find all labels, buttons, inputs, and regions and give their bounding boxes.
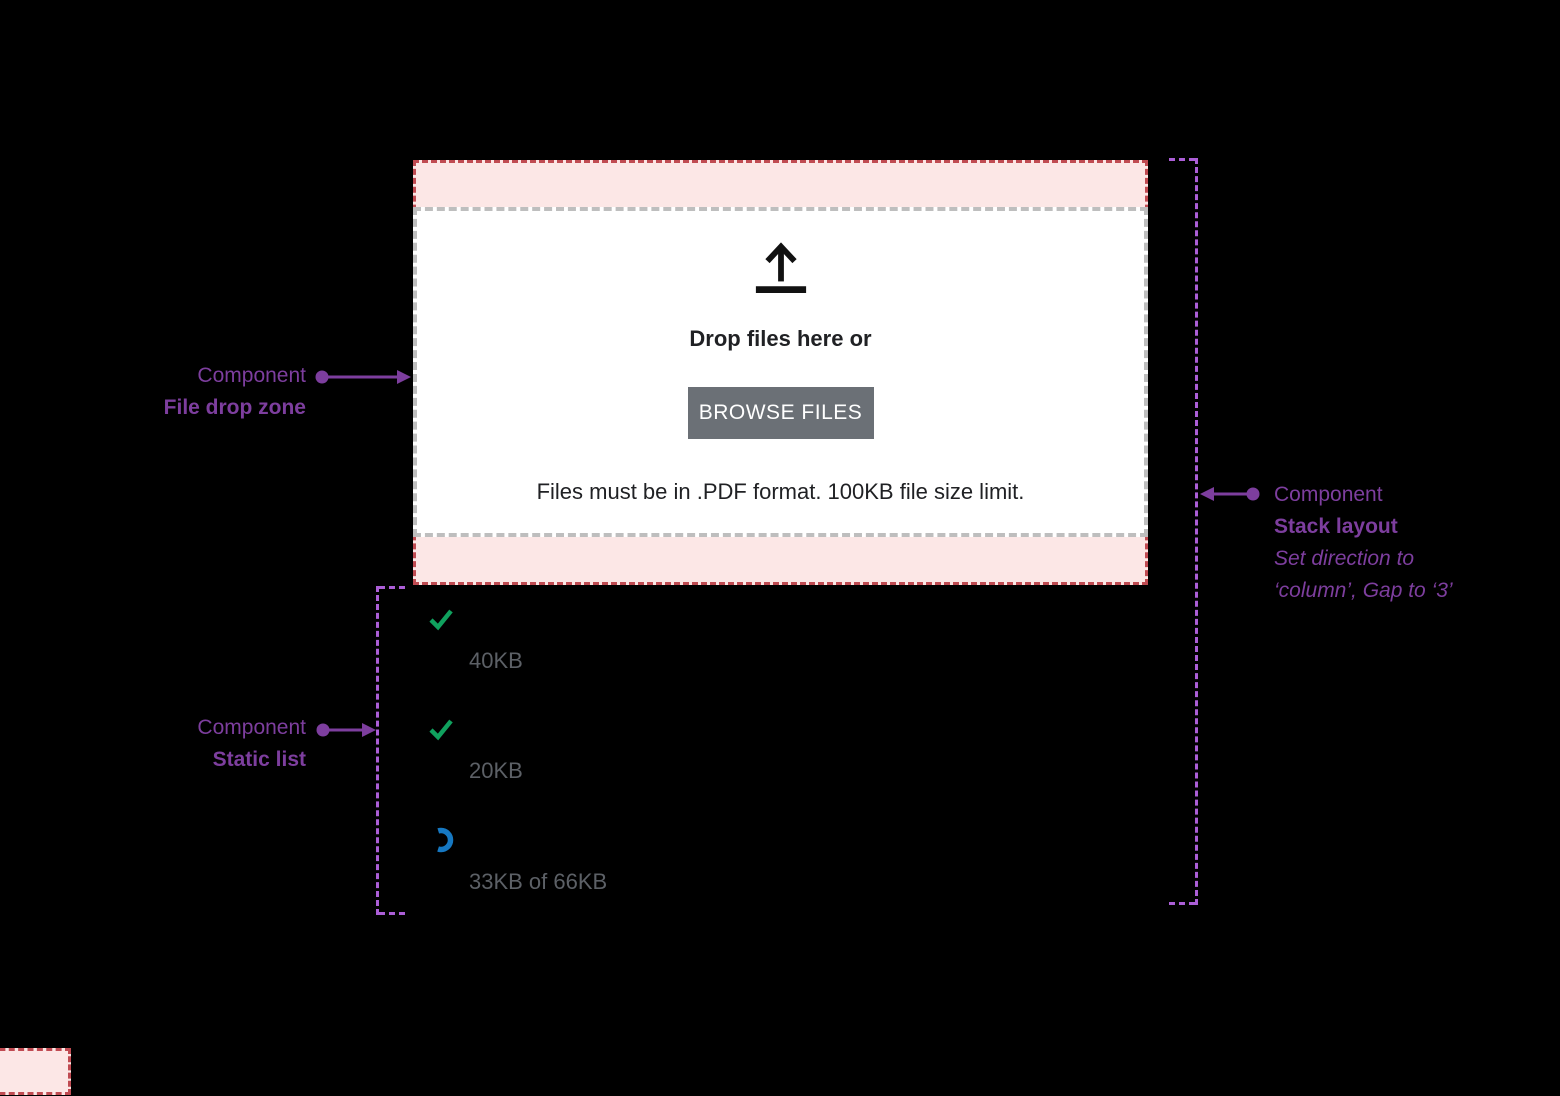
- file-size-label: 33KB of 66KB: [469, 869, 608, 894]
- spinner-icon: [428, 827, 454, 853]
- annotation-file-drop-zone: Component File drop zone: [56, 360, 306, 424]
- annotation-eyebrow: Component: [1274, 483, 1383, 506]
- upload-arrow-icon: [755, 242, 806, 293]
- annotation-arrow-left-icon: [1200, 487, 1260, 501]
- file-drop-area[interactable]: Drop files here or BROWSE FILES Files mu…: [413, 207, 1148, 537]
- file-drop-zone[interactable]: Drop files here or BROWSE FILES Files mu…: [413, 160, 1148, 585]
- annotation-component-name: Static list: [212, 748, 306, 771]
- static-list-dashed-outline: [376, 586, 405, 915]
- annotation-component-name: File drop zone: [163, 396, 306, 419]
- dropzone-title: Drop files here or: [689, 326, 872, 351]
- annotation-arrow-right-icon: [315, 370, 411, 384]
- annotation-eyebrow: Component: [197, 716, 306, 739]
- pink-dashed-swatch: [0, 1048, 71, 1095]
- annotation-static-list: Component Static list: [56, 712, 306, 776]
- browse-files-button[interactable]: BROWSE FILES: [687, 387, 874, 439]
- annotation-stack-layout: Component Stack layout Set direction to …: [1274, 479, 1554, 607]
- file-size-label: 40KB: [469, 648, 523, 673]
- annotation-component-name: Stack layout: [1274, 515, 1398, 538]
- check-icon: [429, 719, 453, 741]
- file-size-label: 20KB: [469, 758, 523, 783]
- annotation-note: Set direction to: [1274, 547, 1415, 570]
- check-icon: [429, 609, 453, 631]
- annotation-arrow-right-icon: [316, 723, 376, 737]
- stack-layout-dashed-outline: [1169, 158, 1198, 905]
- annotation-note: ‘column’, Gap to ‘3’: [1274, 579, 1453, 602]
- dropzone-helper-text: Files must be in .PDF format. 100KB file…: [536, 479, 1025, 504]
- annotation-eyebrow: Component: [197, 364, 306, 387]
